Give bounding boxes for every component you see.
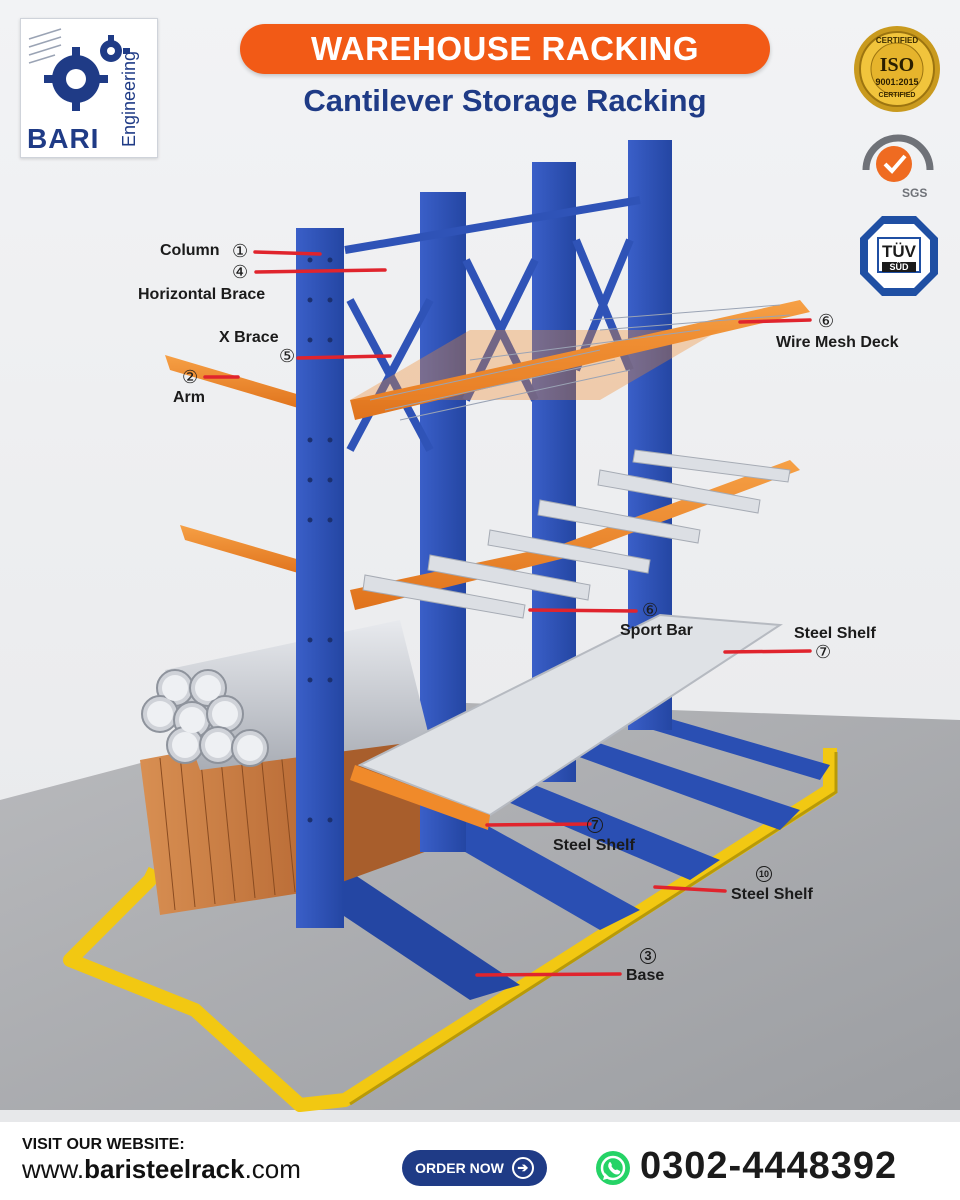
phone-number[interactable]: 0302-4448392	[640, 1145, 898, 1187]
callout-arm-label: Arm	[173, 389, 206, 406]
website-link[interactable]: www.baristeelrack.com	[22, 1154, 301, 1185]
sgs-badge: SGS	[856, 122, 940, 202]
callout-wire-mesh-deck-number: ⑥	[818, 311, 835, 331]
tuv-top-text: TÜV	[882, 242, 916, 261]
callout-lines	[203, 250, 812, 977]
callout-steel-shelf-right-label: Steel Shelf	[794, 625, 876, 642]
callout-base-number: 3	[640, 948, 656, 964]
brand-name: BARI	[27, 123, 100, 154]
order-now-label: ORDER NOW	[415, 1160, 504, 1176]
front-column	[296, 228, 344, 928]
url-prefix: www.	[22, 1154, 85, 1184]
sport-bars	[362, 449, 791, 619]
page-subtitle: Cantilever Storage Racking	[303, 83, 707, 118]
callout-steel-shelf-right-number: ⑦	[815, 642, 832, 662]
callout-steel-shelf-10-number: 10	[756, 866, 772, 882]
callout-x-brace-number: ⑤	[279, 346, 296, 366]
iso-seal-icon	[854, 26, 940, 112]
callout-sport-bar-number: ⑥	[642, 600, 659, 620]
callout-arm-number: ②	[182, 367, 199, 387]
order-now-button[interactable]: ORDER NOW ➔	[402, 1150, 547, 1186]
iso-main-text: ISO	[879, 54, 915, 76]
safety-barrier	[63, 748, 838, 1112]
steel-shelf	[350, 613, 783, 830]
title-banner: WAREHOUSE RACKING	[240, 24, 770, 74]
callout-steel-shelf-bottom-label: Steel Shelf	[553, 837, 635, 854]
callout-steel-shelf-bottom-number: 7	[587, 817, 603, 833]
visit-website-label: VISIT OUR WEBSITE:	[22, 1136, 185, 1153]
tuv-shield-icon	[860, 216, 938, 296]
braces	[344, 196, 641, 452]
callout-column-label: Column	[160, 242, 220, 259]
tuv-bottom-text: SÜD	[882, 262, 916, 272]
callout-base-label: Base	[626, 967, 665, 984]
callout-sport-bar-label: Sport Bar	[620, 622, 693, 639]
iso-top-text: CERTIFIED	[875, 36, 919, 45]
url-suffix: .com	[244, 1154, 301, 1184]
callout-horizontal-brace-label: Horizontal Brace	[138, 286, 266, 303]
gear-icon	[28, 28, 130, 111]
sgs-text: SGS	[902, 186, 928, 200]
callout-x-brace-label: X Brace	[219, 329, 279, 346]
callout-horizontal-brace-number: ④	[232, 262, 249, 282]
callout-column-number: ①	[232, 241, 249, 261]
whatsapp-icon[interactable]	[596, 1151, 630, 1185]
top-level-arms	[165, 300, 810, 575]
wire-mesh	[369, 304, 791, 421]
iso-standard-text: 9001:2015	[875, 77, 919, 87]
iso-certified-badge: CERTIFIED ISO 9001:2015 CERTIFIED	[852, 24, 942, 114]
url-domain: baristeelrack	[84, 1154, 245, 1184]
arrow-right-icon: ➔	[511, 1157, 534, 1179]
brand-logo: BARI Engineering	[20, 18, 158, 158]
sgs-check-icon	[862, 134, 934, 182]
middle-level-arms	[350, 449, 800, 619]
page-title: WAREHOUSE RACKING	[310, 30, 700, 67]
brand-subtitle: Engineering	[119, 50, 139, 147]
iso-bottom-text: CERTIFIED	[878, 92, 916, 99]
callout-wire-mesh-deck-label: Wire Mesh Deck	[776, 334, 899, 351]
callout-steel-shelf-10-label: Steel Shelf	[731, 886, 813, 903]
tuv-sud-badge: TÜV SÜD	[858, 214, 940, 298]
